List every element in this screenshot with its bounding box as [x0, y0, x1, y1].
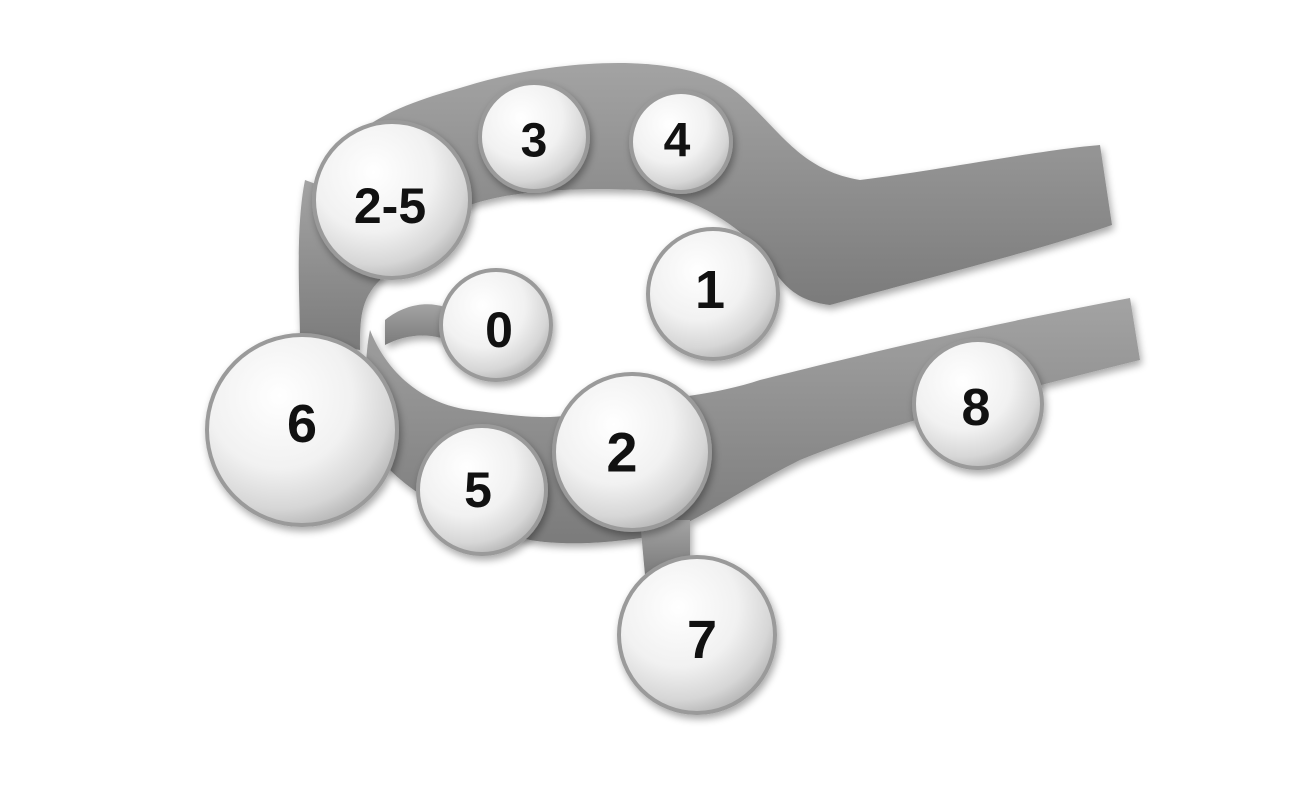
node-8-label: 8 [962, 379, 991, 437]
node-7-label: 7 [687, 610, 717, 670]
node-2-5[interactable]: 2-5 [312, 120, 472, 280]
node-5[interactable]: 5 [416, 424, 548, 556]
node-6[interactable]: 6 [205, 333, 399, 527]
node-6-label: 6 [287, 394, 317, 454]
node-1-label: 1 [695, 260, 725, 320]
node-spheres: 2-5 3 4 1 0 6 5 2 [205, 81, 1044, 715]
node-8[interactable]: 8 [912, 338, 1044, 470]
node-5-label: 5 [464, 462, 492, 518]
node-7[interactable]: 7 [617, 555, 777, 715]
node-4-label: 4 [664, 115, 691, 168]
node-2-label: 2 [606, 421, 637, 484]
node-4[interactable]: 4 [629, 90, 733, 194]
node-0[interactable]: 0 [439, 268, 553, 382]
node-3[interactable]: 3 [478, 81, 590, 193]
node-2[interactable]: 2 [552, 372, 712, 532]
node-1[interactable]: 1 [646, 227, 780, 361]
node-3-label: 3 [521, 115, 548, 168]
node-2-5-label: 2-5 [354, 178, 426, 234]
node-0-label: 0 [485, 302, 513, 358]
